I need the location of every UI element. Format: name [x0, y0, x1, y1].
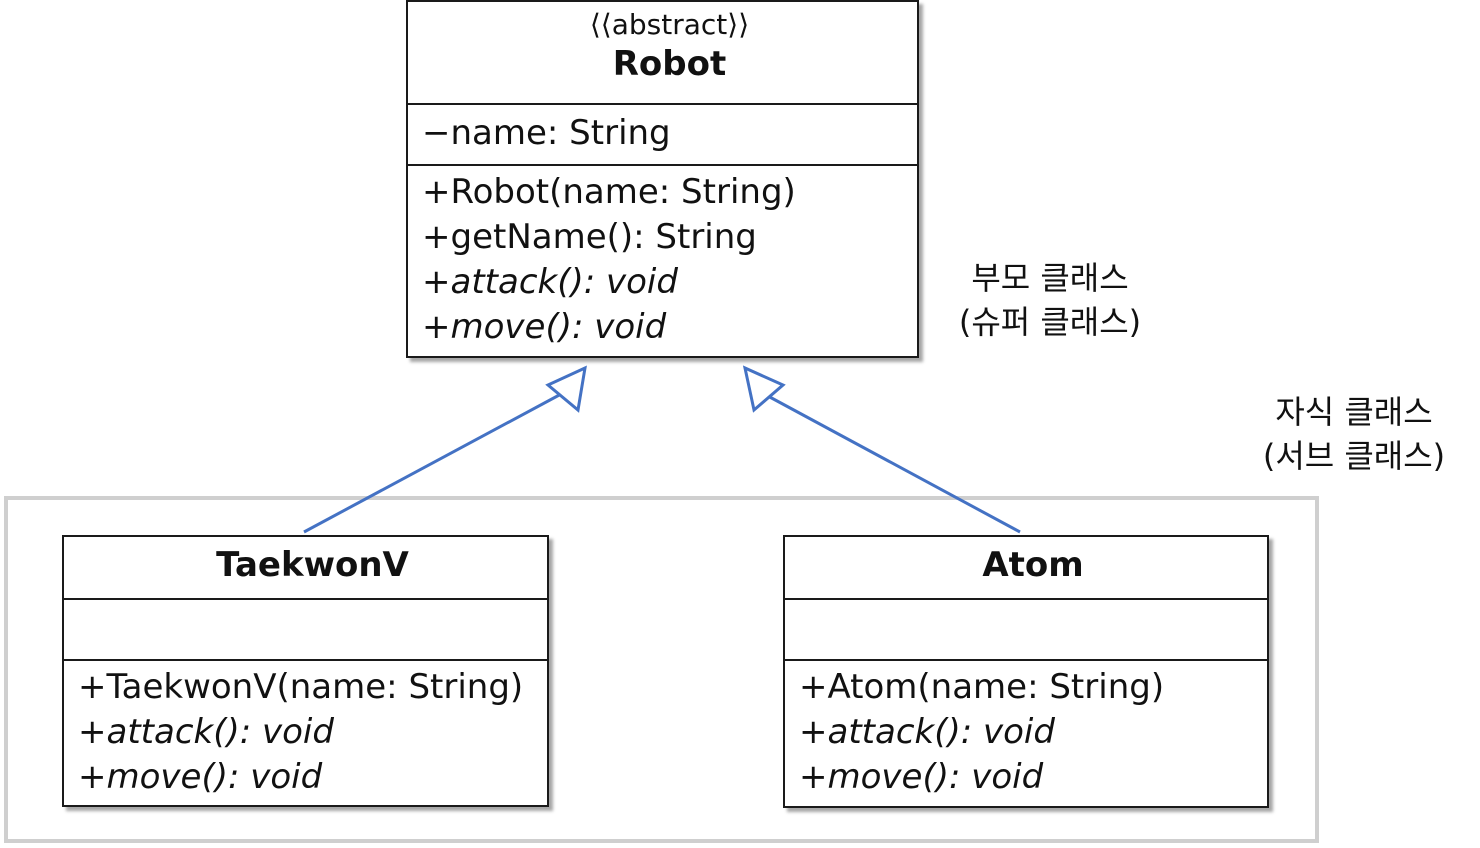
atom-operation-constructor: +Atom(name: String): [799, 667, 1165, 707]
atom-operation-move: +move(): void: [799, 757, 1044, 797]
child-class-note: 자식 클래스 (서브 클래스): [1238, 390, 1470, 478]
atom-inheritance-arrowhead: [742, 365, 786, 413]
taekwonv-operation-constructor: +TaekwonV(name: String): [78, 667, 524, 707]
child-class-note-line1: 자식 클래스: [1275, 393, 1433, 431]
taekwonv-attributes-compartment: [64, 598, 547, 659]
subclass-group-frame: [4, 496, 1319, 843]
atom-class: Atom +Atom(name: String) +attack(): void…: [783, 535, 1269, 808]
robot-operation-move: +move(): void: [422, 307, 667, 347]
robot-operations-compartment: +Robot(name: String) +getName(): String …: [408, 164, 917, 350]
robot-stereotype: ⟨⟨abstract⟩⟩: [589, 8, 750, 41]
robot-operation-attack: +attack(): void: [422, 262, 678, 302]
parent-class-note-line1: 부모 클래스: [971, 259, 1129, 297]
parent-class-note: 부모 클래스 (슈퍼 클래스): [940, 256, 1160, 344]
atom-inheritance-line: [765, 393, 1021, 534]
atom-operations-compartment: +Atom(name: String) +attack(): void +mov…: [785, 659, 1267, 800]
taekwonv-operations-compartment: +TaekwonV(name: String) +attack(): void …: [64, 659, 547, 800]
atom-name-compartment: Atom: [785, 537, 1267, 598]
child-class-note-line2: (서브 클래스): [1262, 437, 1446, 475]
robot-operation-constructor: +Robot(name: String): [422, 172, 796, 212]
robot-attributes-compartment: −name: String: [408, 103, 917, 164]
atom-attributes-compartment: [785, 598, 1267, 659]
robot-name-compartment: ⟨⟨abstract⟩⟩ Robot: [408, 2, 917, 103]
robot-class-name: Robot: [612, 44, 727, 84]
taekwonv-operation-move: +move(): void: [78, 757, 323, 797]
atom-operation-attack: +attack(): void: [799, 712, 1055, 752]
atom-class-name: Atom: [982, 545, 1084, 585]
robot-operation-getname: +getName(): String: [422, 217, 757, 257]
taekwonv-name-compartment: TaekwonV: [64, 537, 547, 598]
taekwonv-class: TaekwonV +TaekwonV(name: String) +attack…: [62, 535, 549, 807]
taekwonv-operation-attack: +attack(): void: [78, 712, 334, 752]
robot-class: ⟨⟨abstract⟩⟩ Robot −name: String +Robot(…: [406, 0, 919, 358]
taekwonv-class-name: TaekwonV: [216, 545, 409, 585]
taekwonv-inheritance-line: [303, 391, 564, 534]
robot-attribute-name: −name: String: [422, 113, 671, 153]
taekwonv-inheritance-arrowhead: [545, 365, 587, 413]
parent-class-note-line2: (슈퍼 클래스): [958, 303, 1142, 341]
